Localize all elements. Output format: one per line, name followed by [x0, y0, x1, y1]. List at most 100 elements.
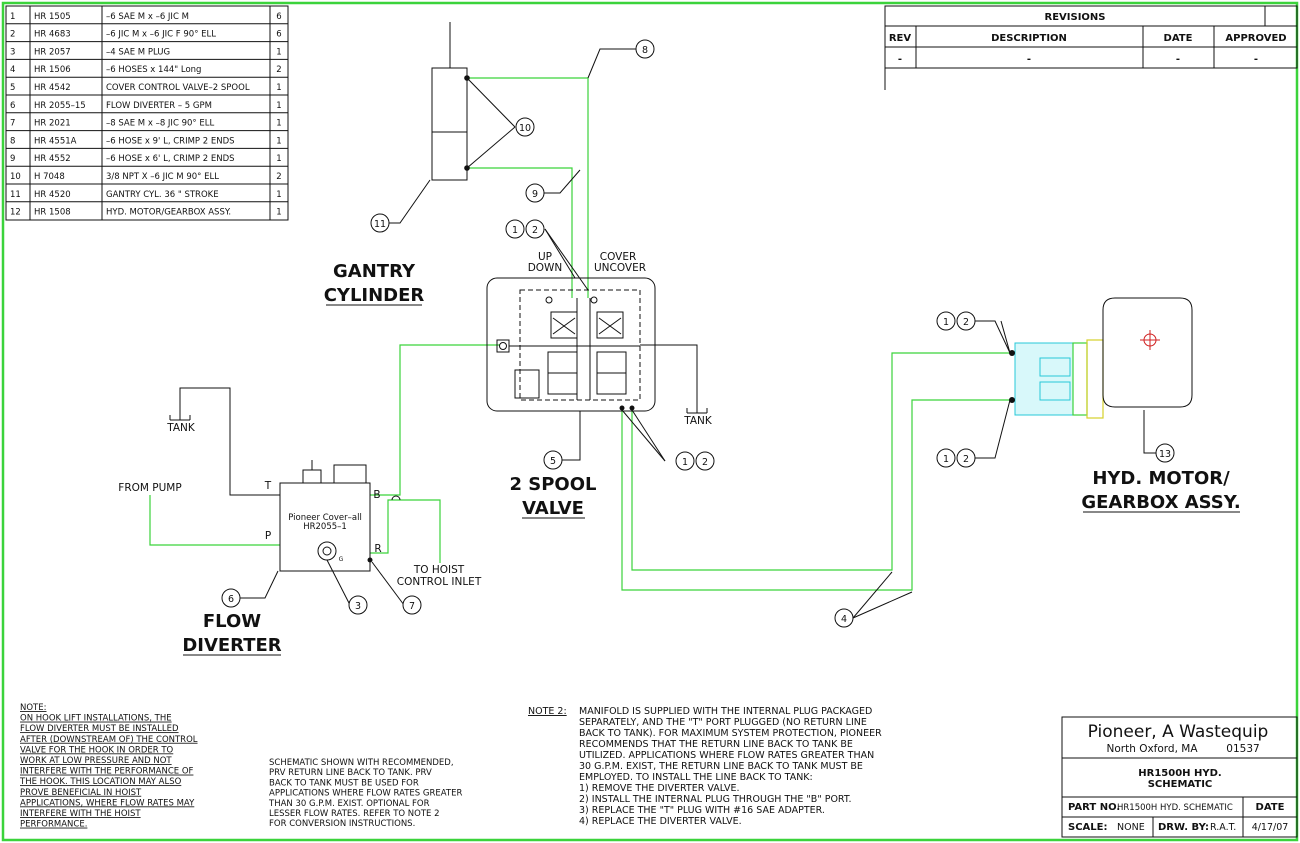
note-1-line: INTERFERE WITH THE HOIST [20, 809, 141, 819]
note-1-line: THE HOOK. THIS LOCATION MAY ALSO [19, 777, 182, 787]
note-2-line: 30 G.P.M. EXIST, THE RETURN LINE BACK TO… [579, 761, 863, 772]
spool-label-line1: 2 SPOOL [509, 474, 596, 495]
note-1-line: INTERFERE WITH THE PERFORMANCE OF [20, 767, 194, 777]
from-pump-label: FROM PUMP [118, 482, 181, 494]
note-1-line: NOTE: [20, 703, 46, 713]
schematic-note-line: THAN 30 G.P.M. EXIST. OPTIONAL FOR [268, 799, 430, 809]
bom-part-number: HR 4683 [34, 30, 71, 40]
bom-part-number: HR 4552 [34, 154, 71, 164]
note-2-line: SEPARATELY, AND THE "T" PORT PLUGGED (NO… [579, 717, 867, 728]
note-2-line: UTILIZED. APPLICATIONS WHERE FLOW RATES … [579, 750, 874, 761]
note-2-line: 2) INSTALL THE INTERNAL PLUG THROUGH THE… [579, 794, 852, 805]
note-1-line: PERFORMANCE. [20, 820, 87, 830]
callout-2: 2 [963, 454, 969, 465]
bom-part-number: HR 2021 [34, 119, 71, 129]
callout-1: 1 [943, 454, 949, 465]
note-2-line: EMPLOYED. TO INSTALL THE LINE BACK TO TA… [579, 772, 813, 783]
uncover-label: UNCOVER [594, 262, 646, 274]
bom-item-number: 2 [10, 30, 15, 40]
port-r-label: R [374, 543, 381, 555]
bom-item-number: 10 [10, 172, 21, 182]
motor-label-line1: HYD. MOTOR/ [1092, 468, 1230, 489]
schematic-note-line: FOR CONVERSION INSTRUCTIONS. [269, 819, 415, 829]
callout-11: 11 [374, 219, 386, 230]
gantry-cylinder-symbol [431, 22, 470, 181]
approved-value: - [1254, 54, 1258, 65]
bom-description: FLOW DIVERTER – 5 GPM [106, 101, 212, 111]
bom-part-number: H 7048 [34, 172, 65, 182]
note-1-line: FLOW DIVERTER MUST BE INSTALLED [20, 724, 179, 734]
drawing-title-line2: SCHEMATIC [1148, 779, 1213, 790]
scale-label: SCALE: [1068, 822, 1107, 833]
bom-part-number: HR 1506 [34, 65, 71, 75]
hydraulic-motor-symbol [1009, 297, 1193, 419]
schematic-note-line: BACK TO TANK MUST BE USED FOR [269, 778, 419, 788]
schematic-note-line: SCHEMATIC SHOWN WITH RECOMMENDED, [269, 758, 454, 768]
bom-quantity: 1 [276, 208, 281, 218]
diverter-model-label: HR2055–1 [303, 522, 347, 532]
bom-item-number: 7 [10, 119, 15, 129]
bom-part-number: HR 4542 [34, 83, 71, 93]
bom-item-number: 3 [10, 47, 15, 57]
callout-8: 8 [642, 45, 648, 56]
title-block: Pioneer, A Wastequip North Oxford, MA 01… [1061, 716, 1298, 838]
note-1-line: AFTER (DOWNSTREAM OF) THE CONTROL [20, 735, 198, 745]
port-t-label: T [264, 480, 272, 492]
drawing-title-line1: HR1500H HYD. [1138, 768, 1221, 779]
gantry-label-line1: GANTRY [333, 261, 416, 282]
gantry-label-line2: CYLINDER [324, 285, 425, 306]
bom-part-number: HR 2057 [34, 47, 71, 57]
bom-description: –4 SAE M PLUG [106, 47, 170, 57]
drawn-by-label: DRW. BY: [1158, 822, 1209, 833]
note-2-line: MANIFOLD IS SUPPLIED WITH THE INTERNAL P… [579, 706, 872, 717]
bom-description: 3/8 NPT X –6 JIC M 90° ELL [106, 172, 219, 182]
bom-quantity: 1 [276, 190, 281, 200]
bom-quantity: 2 [276, 172, 281, 182]
drawn-by-value: R.A.T. [1210, 822, 1236, 833]
callout-2: 2 [532, 225, 538, 236]
bom-item-number: 4 [10, 65, 15, 75]
bom-description: –6 JIC M x –6 JIC F 90° ELL [106, 30, 216, 40]
note-2: NOTE 2: MANIFOLD IS SUPPLIED WITH THE IN… [528, 706, 882, 827]
down-label: DOWN [528, 262, 563, 274]
bom-description: GANTRY CYL. 36 " STROKE [106, 190, 219, 200]
callout-1: 1 [682, 457, 688, 468]
bom-description: –6 HOSE x 6' L, CRIMP 2 ENDS [106, 154, 235, 164]
revisions-table: REVISIONS REV DESCRIPTION DATE APPROVED … [884, 5, 1298, 90]
rev-value: - [898, 54, 902, 65]
schematic-note-line: LESSER FLOW RATES. REFER TO NOTE 2 [269, 809, 440, 819]
bom-item-number: 1 [10, 12, 15, 22]
port-b-label: B [373, 489, 380, 501]
callout-6: 6 [228, 594, 234, 605]
bom-description: HYD. MOTOR/GEARBOX ASSY. [106, 208, 231, 218]
note-1-line: ON HOOK LIFT INSTALLATIONS, THE [20, 714, 172, 724]
callout-2: 2 [702, 457, 708, 468]
bom-item-number: 9 [10, 154, 15, 164]
bom-quantity: 6 [276, 12, 281, 22]
bom-quantity: 1 [276, 154, 281, 164]
date-header: DATE [1164, 33, 1193, 44]
note-1-line: APPLICATIONS, WHERE FLOW RATES MAY [20, 798, 195, 808]
note-2-label: NOTE 2: [528, 706, 567, 717]
scale-value: NONE [1117, 822, 1145, 833]
rev-header: REV [889, 33, 912, 44]
bom-item-number: 8 [10, 136, 15, 146]
bom-description: –6 HOSE x 9' L, CRIMP 2 ENDS [106, 136, 235, 146]
bom-part-number: HR 4520 [34, 190, 71, 200]
note-1-line: VALVE FOR THE HOOK IN ORDER TO [20, 745, 174, 755]
bom-part-number: HR 4551A [34, 136, 77, 146]
component-labels: GANTRY CYLINDER 2 SPOOL VALVE FLOW DIVER… [118, 251, 1240, 656]
bom-quantity: 1 [276, 136, 281, 146]
leader-lines [231, 48, 1156, 619]
description-header: DESCRIPTION [991, 33, 1067, 44]
bom-quantity: 6 [276, 30, 281, 40]
diverter-label-line2: DIVERTER [182, 635, 281, 656]
spool-valve-symbol [486, 277, 656, 420]
date-value: 4/17/07 [1252, 822, 1289, 833]
to-hoist-line1: TO HOIST [413, 564, 465, 576]
bom-quantity: 1 [276, 101, 281, 111]
callout-13: 13 [1159, 449, 1171, 460]
tank-label-right: TANK [683, 415, 713, 427]
